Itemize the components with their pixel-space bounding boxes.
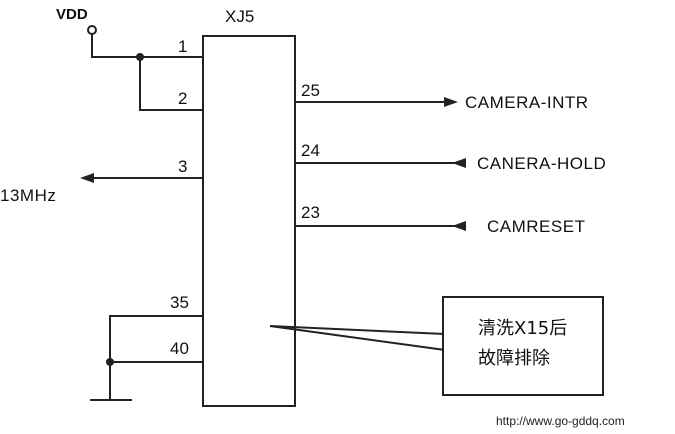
callout-pointer-lower [269,325,446,351]
vdd-to-pin1-wire [91,34,203,58]
pin-24-label: 24 [301,141,320,160]
pin-3-label: 3 [178,157,187,176]
camreset-label: CAMRESET [487,217,585,236]
clock-arrow [80,173,94,183]
camreset-arrow [452,221,466,231]
camera-intr-label: CAMERA-INTR [465,93,589,112]
callout-pointer-upper [269,325,446,335]
pin-1-label: 1 [178,37,187,56]
junction-dot-ground [106,358,114,366]
callout-line-1: 清洗X15后 [478,318,567,339]
camera-intr-arrow [444,97,458,107]
chip-label: XJ5 [225,7,254,26]
xj5-connector [202,35,296,407]
pin-25-label: 25 [301,81,320,100]
pin1-to-pin2-wire [139,57,203,111]
vdd-label: VDD [56,6,88,23]
pin-40-label: 40 [170,339,189,358]
clock-label: 13MHz [0,186,56,205]
pin-23-label: 23 [301,203,320,222]
camera-hold-arrow [452,158,466,168]
vdd-terminal [87,25,97,35]
watermark-url: http://www.go-gddq.com [496,414,625,428]
callout-line-2: 故障排除 [478,348,550,369]
callout-box [442,296,604,396]
pin-2-label: 2 [178,89,187,108]
pin35-ground-wire [109,315,203,400]
junction-dot-vdd [136,53,144,61]
pin-35-label: 35 [170,293,189,312]
camera-hold-label: CANERA-HOLD [477,154,606,173]
